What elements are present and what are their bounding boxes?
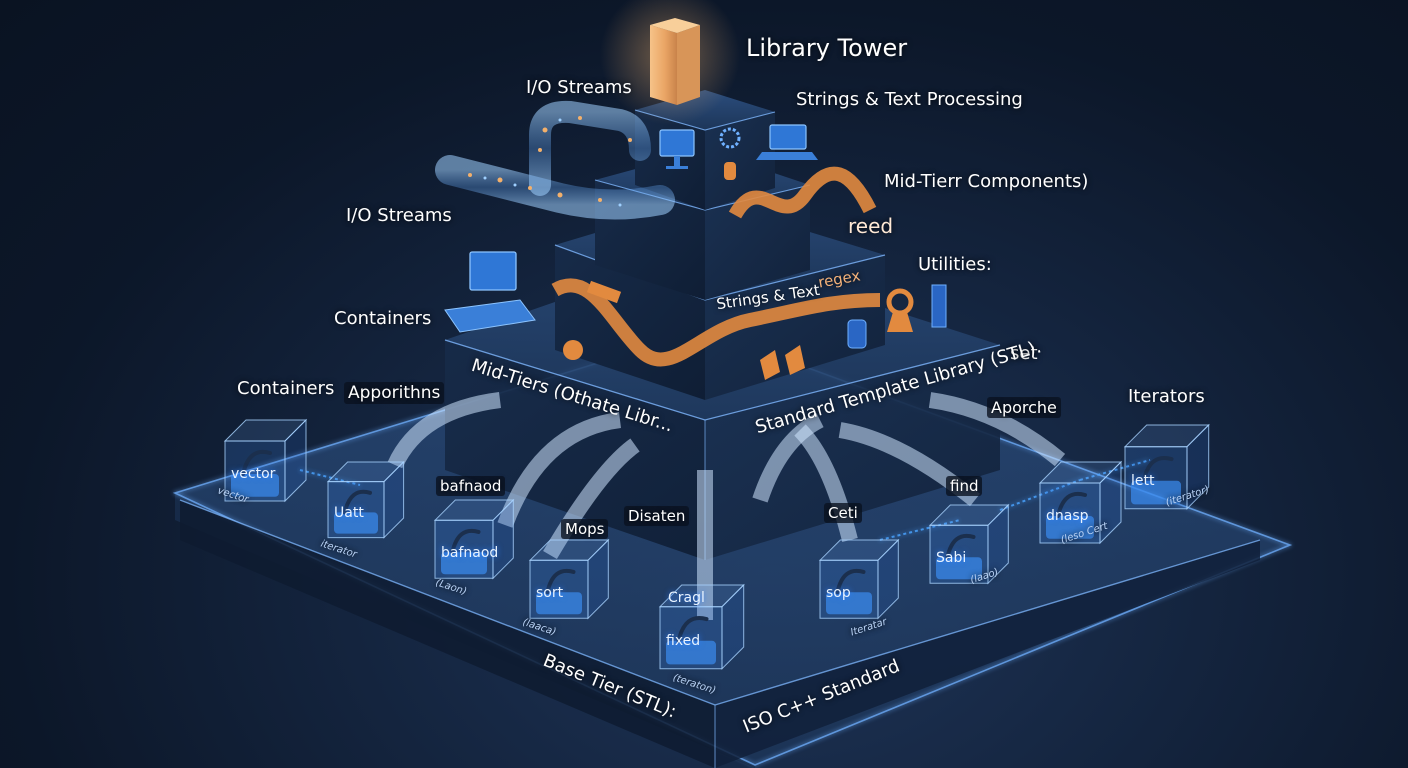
io-stream-pipes	[435, 100, 675, 220]
pipe-particles	[468, 116, 632, 202]
module-box-uatt	[326, 460, 405, 539]
top-tier-right-face	[705, 112, 775, 210]
label-iterators: Iterators	[1128, 386, 1205, 407]
floating-tag: find	[946, 476, 983, 496]
pipe	[529, 100, 651, 196]
module-name: sort	[536, 584, 564, 601]
module-box-sabi	[928, 503, 1010, 585]
module-name: Uatt	[334, 505, 364, 522]
mid-tier-right-face	[705, 255, 885, 400]
base-tier-front-right	[715, 540, 1260, 768]
floating-tag: Mops	[561, 519, 609, 539]
base-tier-front-left	[180, 500, 715, 768]
beacon-front-right	[677, 25, 700, 105]
floating-tag: bafnaod	[436, 476, 506, 496]
stl-tier-left-face	[445, 340, 705, 560]
module-name: vector	[231, 466, 276, 483]
ribbon	[551, 278, 881, 367]
module-name: bafnaod	[441, 544, 499, 561]
ribbon-block	[586, 280, 622, 304]
module-box-fixed	[658, 583, 745, 670]
label-io-streams: I/O Streams	[346, 205, 452, 226]
label-set: set	[1010, 343, 1038, 364]
module-box-lett	[1123, 423, 1210, 510]
server-icon	[931, 284, 947, 328]
label-mid-tier-components: Mid-Tierr Components)	[884, 171, 1089, 192]
module-box-dnasp	[1038, 460, 1123, 545]
label-utilities: Utilities:	[918, 254, 992, 275]
monitor-icon	[659, 129, 695, 169]
label-containers: Containers	[237, 378, 335, 399]
module-name: Sabi	[936, 549, 967, 566]
floating-tag: Disaten	[624, 506, 690, 526]
label-strings-text-processing: Strings & Text Processing	[796, 89, 1023, 110]
module-box-bafnaod	[433, 498, 515, 580]
label-io-streams-top: I/O Streams	[526, 77, 632, 98]
desktop-computer-icon	[444, 251, 536, 333]
label-containers-mid: Containers	[334, 308, 432, 329]
beacon-front-left	[650, 25, 677, 105]
upper-tier-right-face	[705, 185, 810, 300]
pipe	[435, 155, 675, 220]
ribbon	[728, 166, 877, 219]
module-name: Cragl	[668, 590, 705, 606]
label-aporche: Aporche	[987, 397, 1061, 418]
module-boxes	[223, 418, 1210, 670]
beacon	[600, 0, 740, 125]
module-name: sop	[826, 584, 851, 601]
label-algorithms: Apporithns	[344, 382, 445, 404]
module-name: fixed	[666, 632, 701, 649]
module-box-sort	[528, 538, 610, 620]
base-edge-line	[714, 539, 1261, 706]
floating-tag: Ceti	[824, 503, 862, 523]
base-edge-line	[179, 499, 716, 706]
module-name: dnasp	[1046, 508, 1089, 525]
gear-icon	[719, 127, 741, 180]
module-name: lett	[1131, 472, 1155, 489]
orange-ball-icon	[563, 340, 583, 360]
orange-blocks-icon	[760, 345, 805, 380]
module-box-vector	[223, 418, 308, 503]
module-box-sop	[818, 538, 900, 620]
lamp-icon	[886, 288, 914, 332]
beacon-top	[650, 18, 700, 33]
jar-icon	[847, 319, 867, 349]
string-ribbons	[551, 166, 947, 380]
stl-tier-right-face	[705, 345, 1000, 560]
diagram-title: Library Tower	[746, 34, 908, 62]
label-reed: reed	[848, 214, 894, 238]
laptop-icon	[756, 124, 818, 160]
